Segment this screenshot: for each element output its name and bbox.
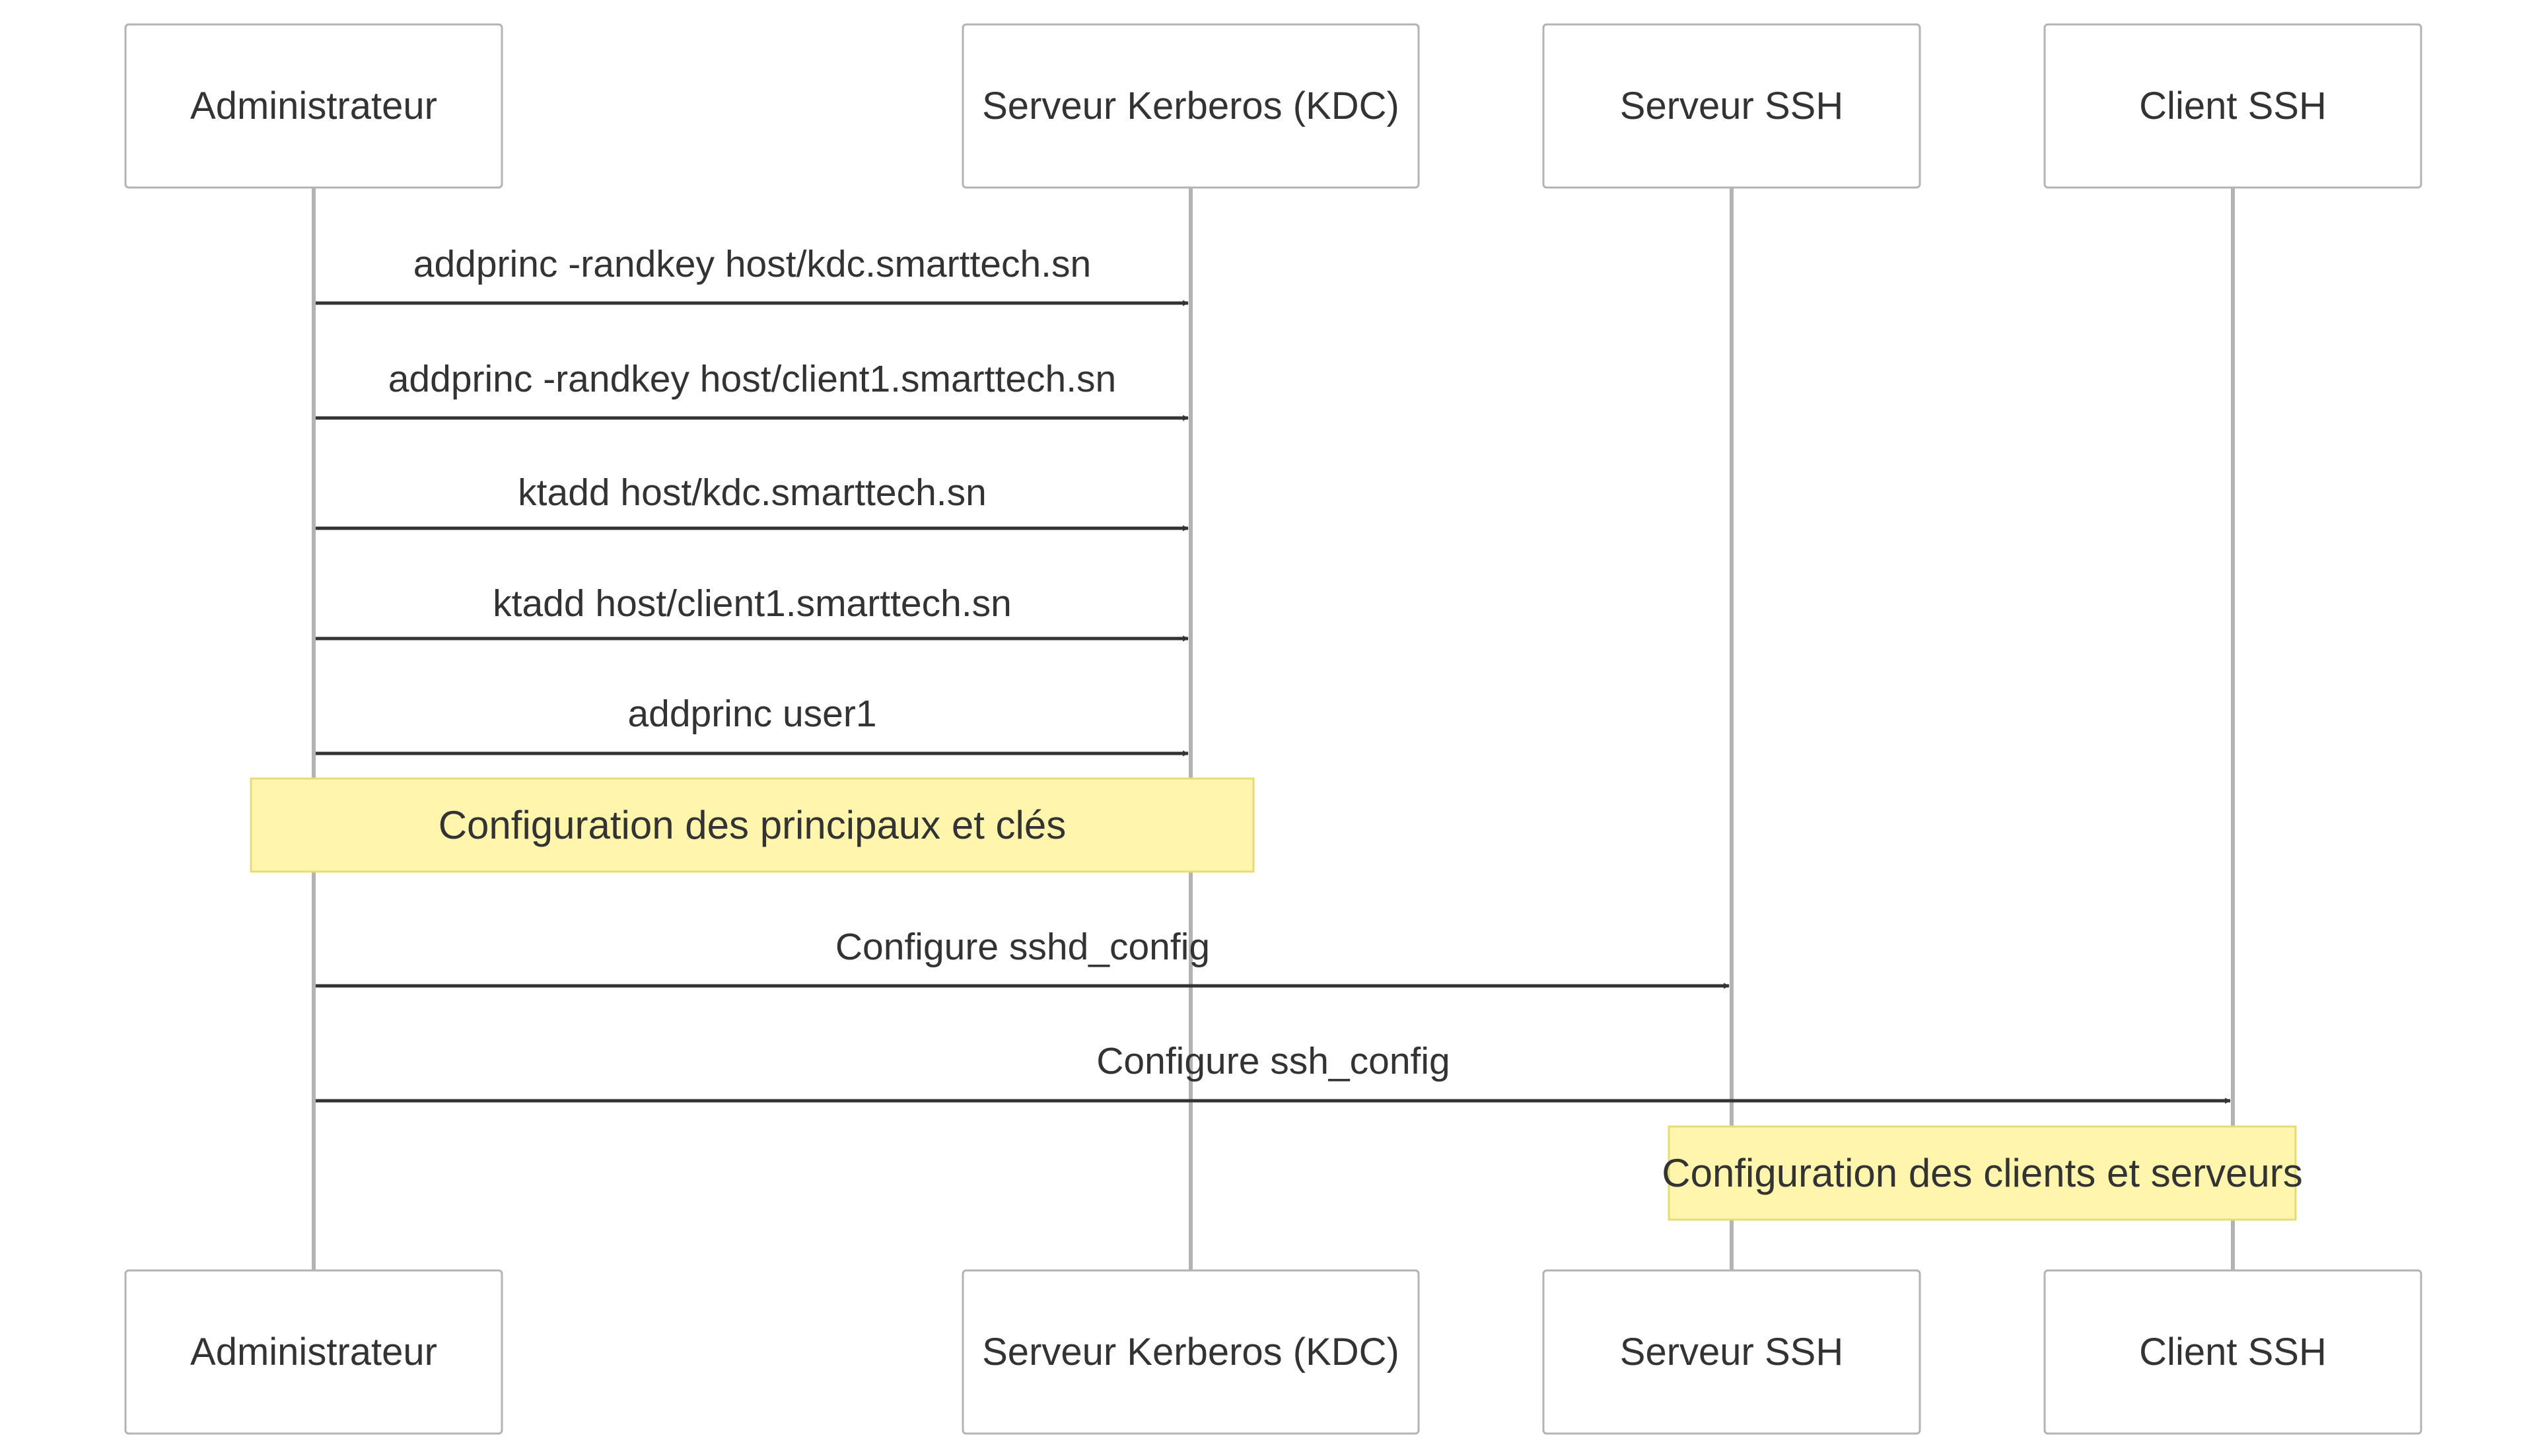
actor-sshd-top: Serveur SSH xyxy=(1542,23,1921,189)
note-label: Configuration des clients et serveurs xyxy=(1662,1151,2303,1195)
actor-client-top: Client SSH xyxy=(2043,23,2422,189)
actor-label: Client SSH xyxy=(2139,85,2327,127)
message-3: ktadd host/kdc.smarttech.sn xyxy=(316,471,1189,532)
actor-label: Serveur SSH xyxy=(1620,85,1843,127)
message-4: ktadd host/client1.smarttech.sn xyxy=(316,582,1189,642)
message-2: addprinc -randkey host/client1.smarttech… xyxy=(316,358,1189,421)
actor-client-bottom: Client SSH xyxy=(2043,1269,2422,1435)
actor-label: Serveur Kerberos (KDC) xyxy=(982,1331,1399,1373)
actor-box xyxy=(962,1269,1420,1435)
actor-admin-bottom: Administrateur xyxy=(124,1269,503,1435)
note-box xyxy=(1668,1125,2297,1221)
actor-box xyxy=(1542,1269,1921,1435)
actor-box xyxy=(962,23,1420,189)
message-label: addprinc -randkey host/kdc.smarttech.sn xyxy=(413,243,1091,285)
message-label: addprinc user1 xyxy=(627,693,876,735)
actor-label: Client SSH xyxy=(2139,1331,2327,1373)
message-label: Configure ssh_config xyxy=(1096,1040,1450,1082)
actor-kdc-top: Serveur Kerberos (KDC) xyxy=(962,23,1420,189)
message-1: addprinc -randkey host/kdc.smarttech.sn xyxy=(316,243,1189,306)
note-label: Configuration des principaux et clés xyxy=(439,803,1067,847)
actor-kdc-bottom: Serveur Kerberos (KDC) xyxy=(962,1269,1420,1435)
actor-box xyxy=(124,1269,503,1435)
message-label: ktadd host/kdc.smarttech.sn xyxy=(518,471,987,514)
actor-label: Serveur SSH xyxy=(1620,1331,1843,1373)
actor-box xyxy=(1542,23,1921,189)
actor-sshd-bottom: Serveur SSH xyxy=(1542,1269,1921,1435)
message-label: Configure sshd_config xyxy=(835,926,1210,968)
message-7: Configure sshd_config xyxy=(316,926,1730,989)
actor-box xyxy=(124,23,503,189)
message-5: addprinc user1 xyxy=(316,693,1189,757)
note-6: Configuration des principaux et clés xyxy=(250,777,1255,873)
note-9: Configuration des clients et serveurs xyxy=(1662,1125,2303,1221)
message-label: addprinc -randkey host/client1.smarttech… xyxy=(388,358,1117,400)
actor-label: Administrateur xyxy=(190,85,437,127)
actor-label: Administrateur xyxy=(190,1331,437,1373)
actor-label: Serveur Kerberos (KDC) xyxy=(982,85,1399,127)
note-box xyxy=(250,777,1255,873)
actor-box xyxy=(2043,1269,2422,1435)
actor-box xyxy=(2043,23,2422,189)
message-label: ktadd host/client1.smarttech.sn xyxy=(493,582,1012,625)
message-8: Configure ssh_config xyxy=(316,1040,2231,1104)
actor-admin-top: Administrateur xyxy=(124,23,503,189)
